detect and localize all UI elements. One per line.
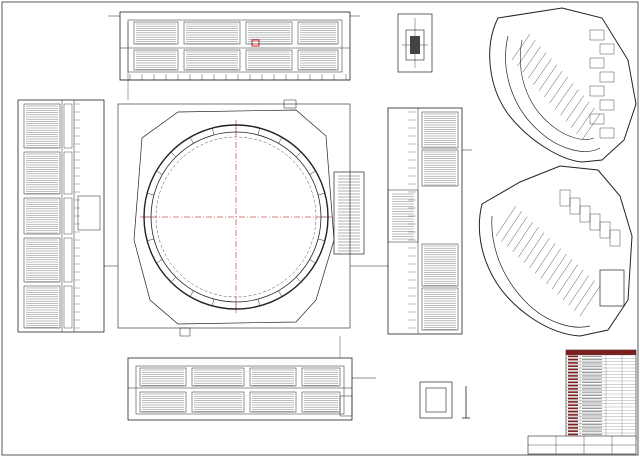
title-block bbox=[527, 435, 637, 455]
left-section-view bbox=[17, 99, 105, 333]
detail-view-top bbox=[397, 13, 433, 73]
parts-list-table bbox=[565, 349, 637, 441]
highlighted-part bbox=[251, 39, 260, 47]
front-ring-view bbox=[117, 99, 365, 337]
detail-view-bottom bbox=[419, 381, 470, 419]
bottom-elevation-view bbox=[127, 357, 376, 421]
top-elevation-view bbox=[108, 11, 360, 81]
isometric-view-lower bbox=[478, 165, 633, 337]
right-section-view bbox=[387, 107, 472, 335]
isometric-view-upper bbox=[489, 7, 637, 163]
